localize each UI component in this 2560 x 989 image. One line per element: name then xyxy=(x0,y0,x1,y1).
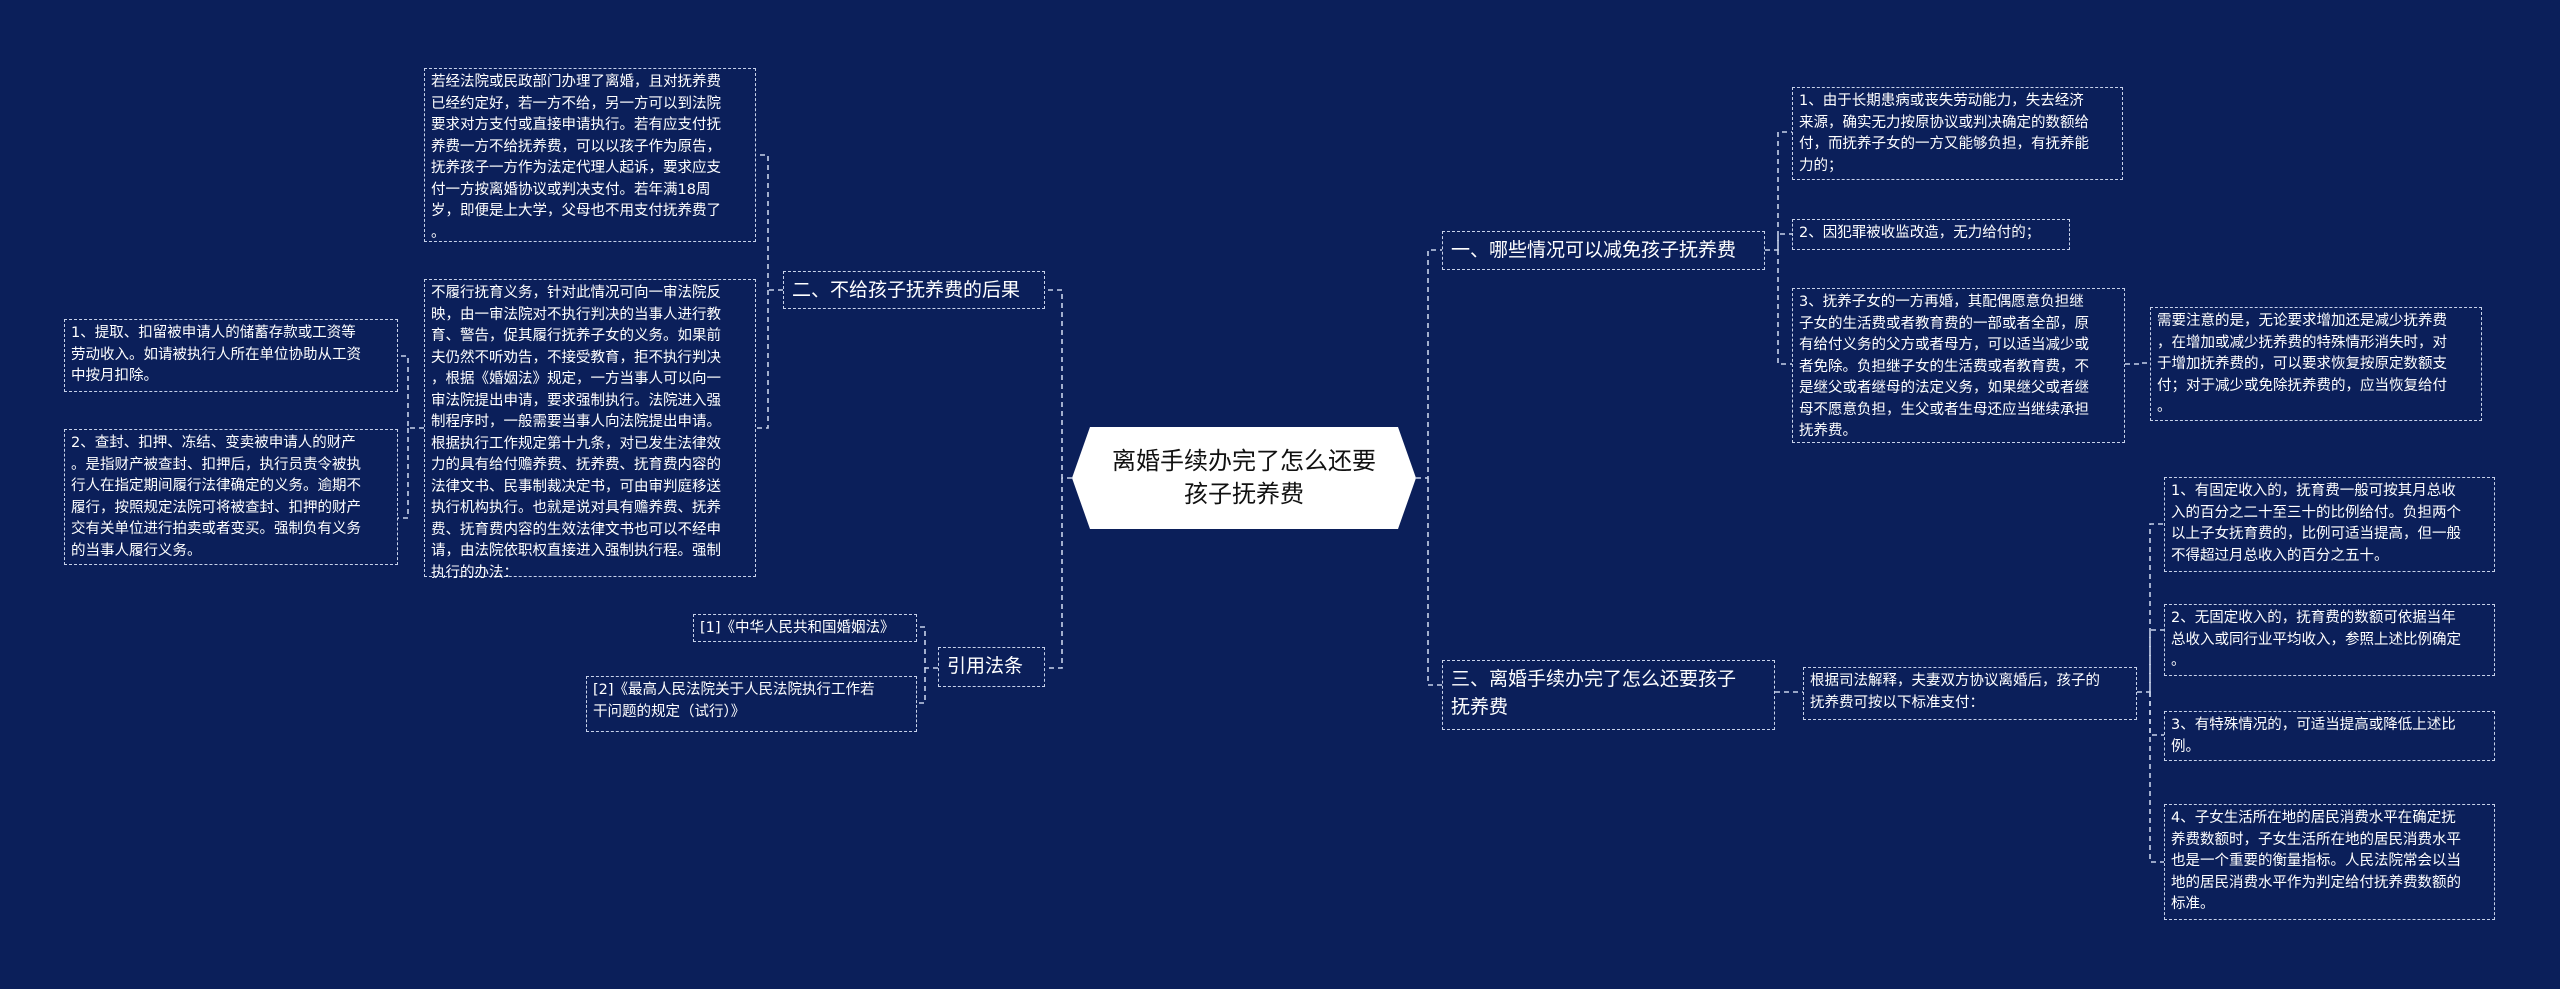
root-node[interactable]: 离婚手续办完了怎么还要 孩子抚养费 xyxy=(1072,427,1416,529)
consequence-leaf-court-enforcement[interactable]: 若经法院或民政部门办理了离婚，且对抚养费 已经约定好，若一方不给，另一方可以到法… xyxy=(424,68,756,242)
root-hexagon-shape xyxy=(1072,427,1416,529)
branch-cited-laws[interactable]: 引用法条 xyxy=(938,647,1045,687)
law-marriage-law[interactable]: [1]《中华人民共和国婚姻法》 xyxy=(693,614,917,642)
standard-no-fixed-income[interactable]: 2、无固定收入的，抚育费的数额可依据当年 总收入或同行业平均收入，参照上述比例确… xyxy=(2164,604,2495,676)
branch-consequences[interactable]: 二、不给孩子抚养费的后果 xyxy=(783,271,1045,309)
root-title: 离婚手续办完了怎么还要 孩子抚养费 xyxy=(1112,447,1376,508)
reduce-item-imprisonment[interactable]: 2、因犯罪被收监改造，无力给付的； xyxy=(1792,219,2070,250)
reduce-item-illness[interactable]: 1、由于长期患病或丧失劳动能力，失去经济 来源，确实无力按原协议或判决确定的数额… xyxy=(1792,87,2123,180)
branch-support-standard[interactable]: 三、离婚手续办完了怎么还要孩子 抚养费 xyxy=(1442,660,1775,730)
enforcement-method-seize-property[interactable]: 2、查封、扣押、冻结、变卖被申请人的财产 。是指财产被查封、扣押后，执行员责令被… xyxy=(64,429,398,565)
branch-reduce-support[interactable]: 一、哪些情况可以减免孩子抚养费 xyxy=(1442,231,1765,270)
reduce-note[interactable]: 需要注意的是，无论要求增加还是减少抚养费 ，在增加或减少抚养费的特殊情形消失时，… xyxy=(2150,307,2482,421)
reduce-item-remarriage[interactable]: 3、抚养子女的一方再婚，其配偶愿意负担继 子女的生活费或者教育费的一部或者全部，… xyxy=(1792,288,2125,443)
standard-special-circumstances[interactable]: 3、有特殊情况的，可适当提高或降低上述比 例。 xyxy=(2164,711,2495,761)
enforcement-method-withhold-income[interactable]: 1、提取、扣留被申请人的储蓄存款或工资等 劳动收入。如请被执行人所在单位协助从工… xyxy=(64,319,398,392)
standard-fixed-income[interactable]: 1、有固定收入的，抚育费一般可按其月总收 入的百分之二十至三十的比例给付。负担两… xyxy=(2164,477,2495,572)
standard-local-consumption[interactable]: 4、子女生活所在地的居民消费水平在确定抚 养费数额时，子女生活所在地的居民消费水… xyxy=(2164,804,2495,920)
consequence-leaf-refusal-enforcement[interactable]: 不履行抚育义务，针对此情况可向一审法院反 映，由一审法院对不执行判决的当事人进行… xyxy=(424,279,756,581)
law-supreme-court-provisions[interactable]: [2]《最高人民法院关于人民法院执行工作若 干问题的规定（试行）》 xyxy=(586,676,917,732)
standard-intro[interactable]: 根据司法解释，夫妻双方协议离婚后，孩子的 抚养费可按以下标准支付： xyxy=(1803,667,2137,720)
